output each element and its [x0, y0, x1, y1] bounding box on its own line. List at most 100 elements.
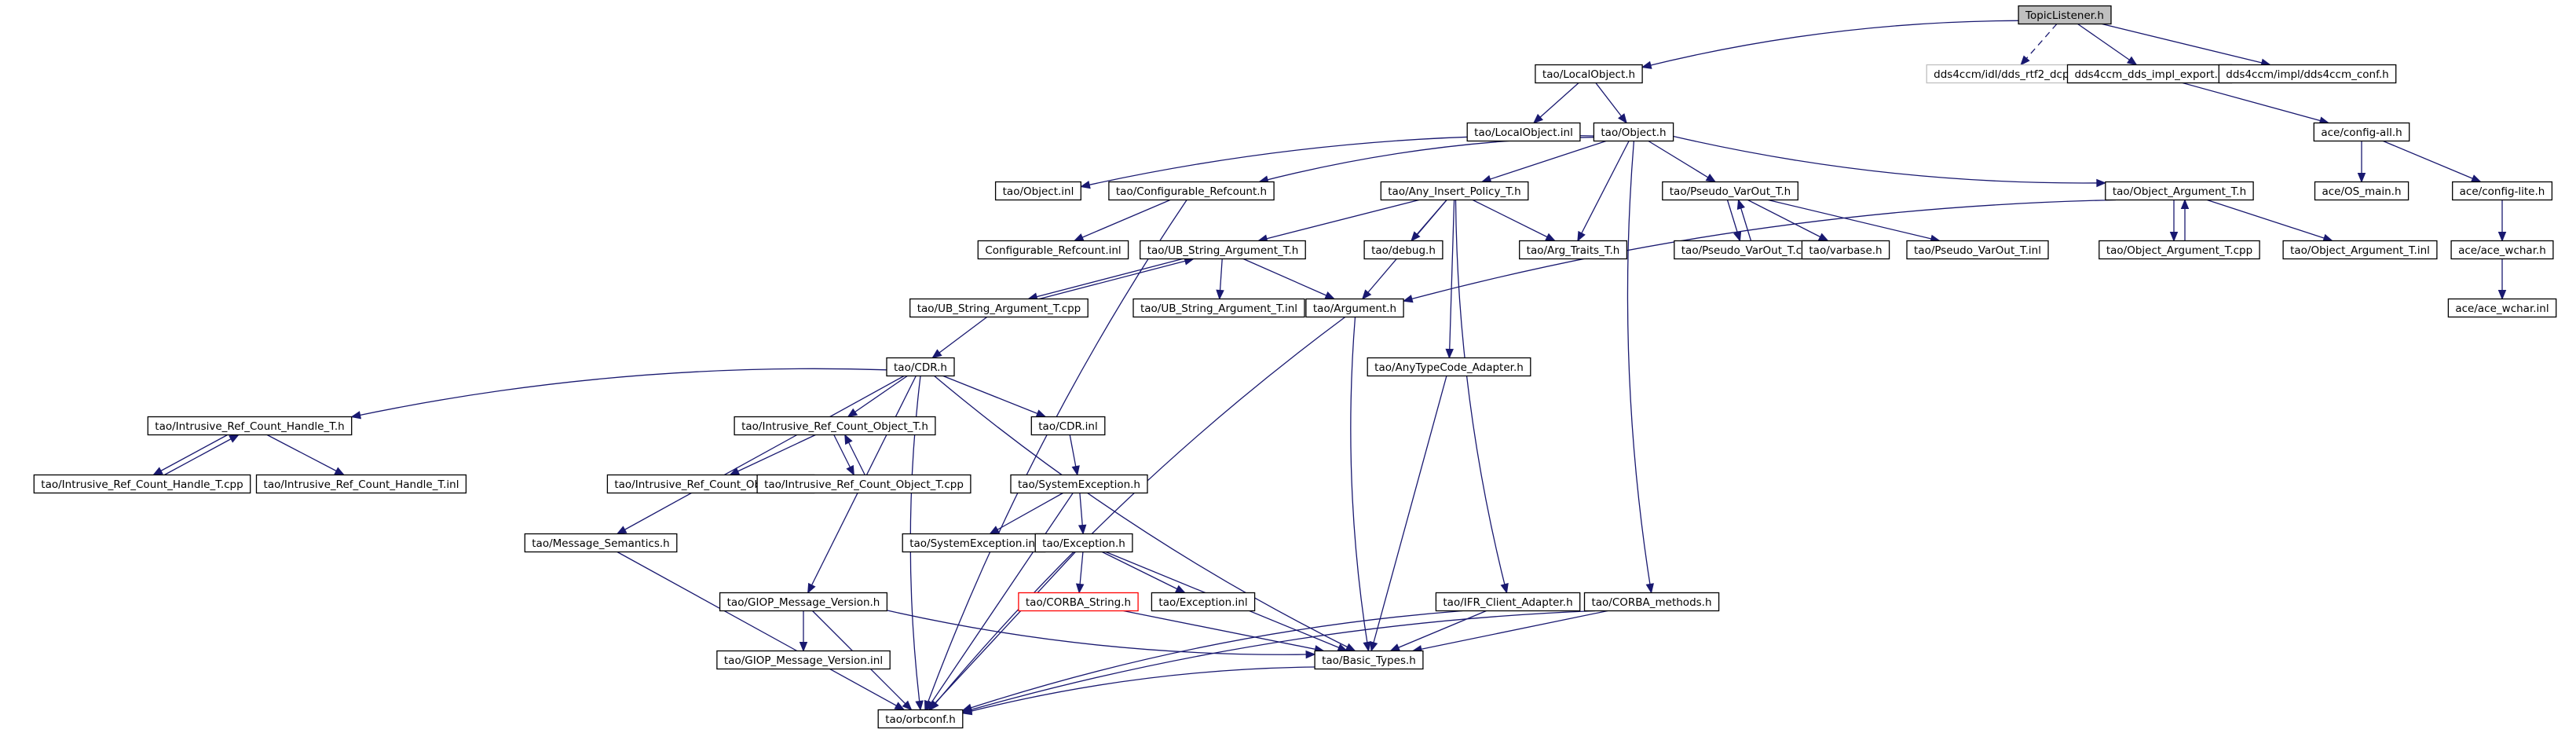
graph-node[interactable]: ace/config-lite.h: [2452, 181, 2553, 201]
node-label: tao/CDR.h: [894, 361, 947, 374]
graph-node[interactable]: tao/Intrusive_Ref_Count_Handle_T.h: [147, 416, 353, 436]
arrowhead: [2497, 232, 2507, 242]
node-box: [1018, 592, 1139, 612]
graph-node[interactable]: dds4ccm/impl/dds4ccm_conf.h: [2218, 64, 2397, 84]
graph-node[interactable]: tao/SystemException.h: [1010, 474, 1148, 494]
graph-node[interactable]: tao/UB_String_Argument_T.cpp: [909, 298, 1089, 318]
graph-node[interactable]: tao/Object.h: [1593, 122, 1674, 142]
graph-node[interactable]: tao/LocalObject.h: [1535, 64, 1643, 84]
arrowhead: [2126, 56, 2138, 66]
node-label: tao/Exception.inl: [1158, 596, 1247, 609]
include-edge: [730, 434, 816, 476]
include-edge: [1481, 140, 1607, 183]
graph-node[interactable]: ace/OS_main.h: [2314, 181, 2410, 201]
node-label: tao/UB_String_Argument_T.inl: [1140, 302, 1297, 315]
arrowhead: [1532, 113, 1543, 124]
graph-node[interactable]: tao/Exception.inl: [1151, 592, 1256, 612]
node-label: dds4ccm/impl/dds4ccm_conf.h: [2226, 68, 2388, 81]
graph-node[interactable]: tao/Configurable_Refcount.h: [1108, 181, 1275, 201]
node-box: [719, 592, 888, 612]
include-edge: [2102, 23, 2270, 66]
node-label: tao/Any_Insert_Policy_T.h: [1388, 185, 1520, 198]
include-edge: [1448, 200, 1455, 358]
graph-node[interactable]: ace/config-all.h: [2313, 122, 2410, 142]
graph-node[interactable]: tao/Intrusive_Ref_Count_Object_T.h: [734, 416, 936, 436]
graph-node[interactable]: tao/Intrusive_Ref_Count_Object_T.cpp: [756, 474, 971, 494]
graph-node[interactable]: tao/Intrusive_Ref_Count_Handle_T.cpp: [33, 474, 251, 494]
node-box: [524, 533, 678, 553]
node-box: [756, 474, 971, 494]
node-label: tao/SystemException.h: [1018, 478, 1140, 491]
graph-node[interactable]: TopicListener.h: [2018, 5, 2112, 25]
node-label: tao/CORBA_String.h: [1026, 596, 1131, 609]
include-edge: [1258, 199, 1419, 242]
node-label: tao/Intrusive_Ref_Count_Object_T.cpp: [764, 478, 964, 491]
graph-node[interactable]: tao/Object_Argument_T.inl: [2282, 240, 2438, 260]
node-label: tao/Pseudo_VarOut_T.cpp: [1681, 244, 1815, 257]
graph-node[interactable]: tao/orbconf.h: [877, 709, 964, 729]
graph-node[interactable]: tao/Any_Insert_Policy_T.h: [1380, 181, 1529, 201]
include-edge: [617, 375, 905, 535]
graph-node[interactable]: tao/AnyTypeCode_Adapter.h: [1367, 357, 1531, 377]
arrowhead: [2357, 173, 2366, 183]
graph-node[interactable]: Configurable_Refcount.inl: [977, 240, 1129, 260]
graph-node[interactable]: tao/IFR_Client_Adapter.h: [1435, 592, 1581, 612]
graph-node[interactable]: tao/Pseudo_VarOut_T.cpp: [1674, 240, 1823, 260]
graph-node[interactable]: tao/Arg_Traits_T.h: [1519, 240, 1628, 260]
node-label: tao/LocalObject.h: [1542, 68, 1635, 81]
graph-node[interactable]: tao/UB_String_Argument_T.h: [1140, 240, 1306, 260]
node-label: ace/ace_wchar.h: [2458, 244, 2546, 257]
node-label: tao/GIOP_Message_Version.h: [727, 596, 880, 609]
graph-node[interactable]: tao/Pseudo_VarOut_T.inl: [1906, 240, 2049, 260]
graph-node[interactable]: tao/debug.h: [1363, 240, 1444, 260]
arrowhead: [1577, 230, 1586, 242]
node-box: [877, 709, 964, 729]
include-edge: [2182, 82, 2329, 124]
arrowhead: [1733, 231, 1742, 242]
node-box: [1140, 240, 1306, 260]
node-box: [255, 474, 467, 494]
node-box: [1466, 122, 1581, 142]
graph-node[interactable]: tao/LocalObject.inl: [1466, 122, 1581, 142]
graph-node[interactable]: tao/Object.inl: [994, 181, 1081, 201]
node-box: [1519, 240, 1628, 260]
graph-node[interactable]: dds4ccm/idl/dds_rtf2_dcpsC.h: [1926, 64, 2100, 84]
graph-node[interactable]: ace/ace_wchar.inl: [2447, 298, 2557, 318]
graph-node[interactable]: tao/Exception.h: [1034, 533, 1133, 553]
arrowhead: [1078, 524, 1087, 535]
graph-node[interactable]: dds4ccm_dds_impl_export.h: [2066, 64, 2233, 84]
include-edge: [351, 368, 887, 418]
include-edge: [266, 434, 345, 476]
node-label: tao/Object.h: [1601, 126, 1666, 139]
include-edge: [1242, 258, 1335, 300]
arrowhead: [1618, 113, 1627, 124]
graph-node[interactable]: tao/Object_Argument_T.cpp: [2098, 240, 2260, 260]
graph-node[interactable]: tao/Message_Semantics.h: [524, 533, 678, 553]
graph-node[interactable]: tao/SystemException.inl: [902, 533, 1046, 553]
include-edge: [1648, 140, 1716, 183]
graph-node[interactable]: tao/GIOP_Message_Version.inl: [716, 650, 891, 670]
include-edge: [962, 666, 1315, 714]
graph-node[interactable]: tao/UB_String_Argument_T.inl: [1132, 298, 1305, 318]
graph-node[interactable]: tao/GIOP_Message_Version.h: [719, 592, 888, 612]
graph-node[interactable]: tao/varbase.h: [1801, 240, 1890, 260]
graph-node[interactable]: ace/ace_wchar.h: [2450, 240, 2554, 260]
include-edge: [2077, 23, 2137, 66]
graph-node[interactable]: tao/CORBA_String.h: [1018, 592, 1139, 612]
graph-node[interactable]: tao/Argument.h: [1305, 298, 1404, 318]
graph-node[interactable]: tao/CDR.h: [886, 357, 955, 377]
graph-node[interactable]: tao/Intrusive_Ref_Count_Handle_T.inl: [255, 474, 467, 494]
arrowhead: [844, 434, 853, 445]
node-label: tao/Pseudo_VarOut_T.h: [1670, 185, 1791, 198]
graph-node[interactable]: tao/Pseudo_VarOut_T.h: [1662, 181, 1798, 201]
arrowhead: [1324, 291, 1336, 300]
include-edge: [1074, 199, 1171, 242]
node-label: ace/config-all.h: [2321, 126, 2402, 139]
graph-node[interactable]: tao/Object_Argument_T.h: [2105, 181, 2254, 201]
arrowhead: [1071, 465, 1080, 476]
arrowhead: [1345, 643, 1356, 652]
graph-node[interactable]: tao/Basic_Types.h: [1314, 650, 1424, 670]
graph-node[interactable]: tao/CDR.inl: [1030, 416, 1106, 436]
graph-node[interactable]: tao/CORBA_methods.h: [1583, 592, 1720, 612]
node-label: Configurable_Refcount.inl: [985, 244, 1121, 257]
